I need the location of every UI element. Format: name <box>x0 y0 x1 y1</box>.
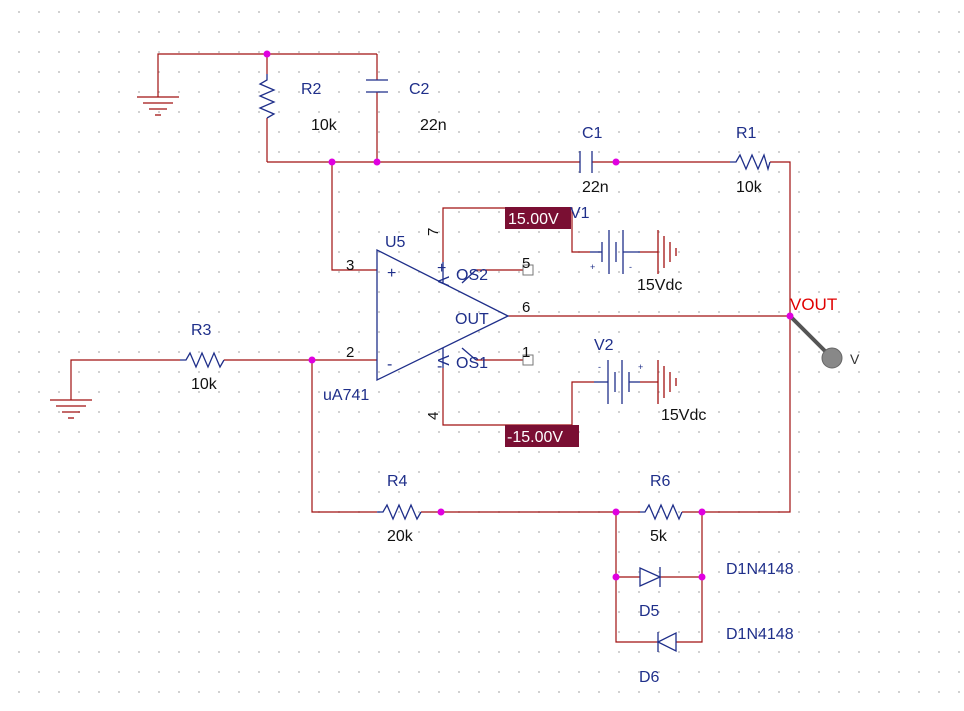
junction-dot <box>612 573 620 581</box>
opamp-vplus-sign: + <box>437 260 446 277</box>
wire-top-ground[interactable] <box>157 53 377 97</box>
ground-icon <box>50 399 92 419</box>
junctions <box>263 50 794 581</box>
r3-ref: R3 <box>191 322 212 339</box>
r4-value: 20k <box>387 528 414 545</box>
ground-icon <box>640 230 677 274</box>
voltage-marker-pos[interactable]: 15.00V <box>505 207 571 229</box>
wire-r1-to-vout[interactable] <box>700 161 791 513</box>
pin-vminus-number: 4 <box>425 412 442 420</box>
voltage-marker-neg[interactable]: -15.00V <box>505 425 579 447</box>
r2-ref: R2 <box>301 81 322 98</box>
junction-dot <box>612 158 620 166</box>
ground-icon <box>640 360 677 404</box>
resistor-r6[interactable] <box>640 503 683 521</box>
r6-value: 5k <box>650 528 668 545</box>
junction-dot <box>263 50 271 58</box>
u5-ref: U5 <box>385 234 406 251</box>
svg-text:-15.00V: -15.00V <box>507 429 563 446</box>
wire-plus-input[interactable] <box>331 162 377 271</box>
u5-part: uA741 <box>323 387 369 404</box>
junction-dot <box>786 312 794 320</box>
d6-ref: D6 <box>639 669 660 686</box>
pin-out-number: 6 <box>522 299 530 316</box>
pin-minus-number: 2 <box>346 344 354 361</box>
wires <box>70 53 791 643</box>
junction-dot <box>373 158 381 166</box>
r2-value: 10k <box>311 117 338 134</box>
battery-v2[interactable] <box>594 360 640 404</box>
opamp-os1-label: OS1 <box>456 355 488 372</box>
r1-ref: R1 <box>736 125 757 142</box>
d6-part: D1N4148 <box>726 626 794 643</box>
opamp-out-label: OUT <box>455 311 489 328</box>
capacitor-c2[interactable] <box>366 79 388 93</box>
opamp-vminus-v: V <box>434 355 451 366</box>
r6-ref: R6 <box>650 473 671 490</box>
v2-pol-plus: + <box>638 362 643 372</box>
wire-r4-left[interactable] <box>311 360 377 513</box>
probe-label: V <box>850 351 860 367</box>
battery-v1[interactable] <box>590 230 640 274</box>
wire-r3-ground[interactable] <box>70 359 180 400</box>
c2-value: 22n <box>420 117 447 134</box>
diode-d5[interactable] <box>639 566 662 588</box>
opamp-os2-label: OS2 <box>456 267 488 284</box>
r3-value: 10k <box>191 376 218 393</box>
wire-diodes-right[interactable] <box>676 512 703 643</box>
c1-ref: C1 <box>582 125 603 142</box>
opamp-minus-sign: - <box>387 356 392 373</box>
junction-dot <box>612 508 620 516</box>
v2-value: 15Vdc <box>661 407 706 424</box>
d5-ref: D5 <box>639 603 660 620</box>
r1-value: 10k <box>736 179 763 196</box>
v2-pol-minus: - <box>598 362 601 372</box>
junction-dot <box>328 158 336 166</box>
voltage-probe-icon[interactable] <box>788 314 843 369</box>
pin-os2-number: 5 <box>522 255 530 272</box>
d5-part: D1N4148 <box>726 561 794 578</box>
resistor-r1[interactable] <box>730 153 771 172</box>
resistor-r4[interactable] <box>377 503 422 521</box>
wire-vplus[interactable] <box>442 207 590 262</box>
opamp-u5[interactable] <box>376 248 534 382</box>
v1-ref: V1 <box>570 205 590 222</box>
junction-dot <box>698 508 706 516</box>
v1-value: 15Vdc <box>637 277 682 294</box>
v1-pol-minus: - <box>629 262 632 272</box>
diode-d6[interactable] <box>656 631 677 653</box>
v1-pol-plus: + <box>590 262 595 272</box>
svg-text:15.00V: 15.00V <box>508 211 559 228</box>
pin-os1-number: 1 <box>522 344 530 361</box>
opamp-vminus-sign: - <box>437 358 442 375</box>
net-label-vout: VOUT <box>790 295 837 314</box>
junction-dot <box>308 356 316 364</box>
junction-dot <box>698 573 706 581</box>
pin-plus-number: 3 <box>346 257 354 274</box>
resistor-r3[interactable] <box>180 351 225 369</box>
opamp-vplus-v: V <box>434 276 451 287</box>
wire-diodes-left[interactable] <box>615 512 658 643</box>
pin-vplus-number: 7 <box>425 228 442 236</box>
resistor-r2[interactable] <box>258 74 276 119</box>
v2-ref: V2 <box>594 337 614 354</box>
wire-vminus[interactable] <box>442 368 594 426</box>
junction-dot <box>437 508 445 516</box>
ground-icon <box>137 96 179 116</box>
c2-ref: C2 <box>409 81 430 98</box>
opamp-plus-sign: + <box>387 265 396 282</box>
r4-ref: R4 <box>387 473 408 490</box>
c1-value: 22n <box>582 179 609 196</box>
capacitor-c1[interactable] <box>579 151 593 173</box>
